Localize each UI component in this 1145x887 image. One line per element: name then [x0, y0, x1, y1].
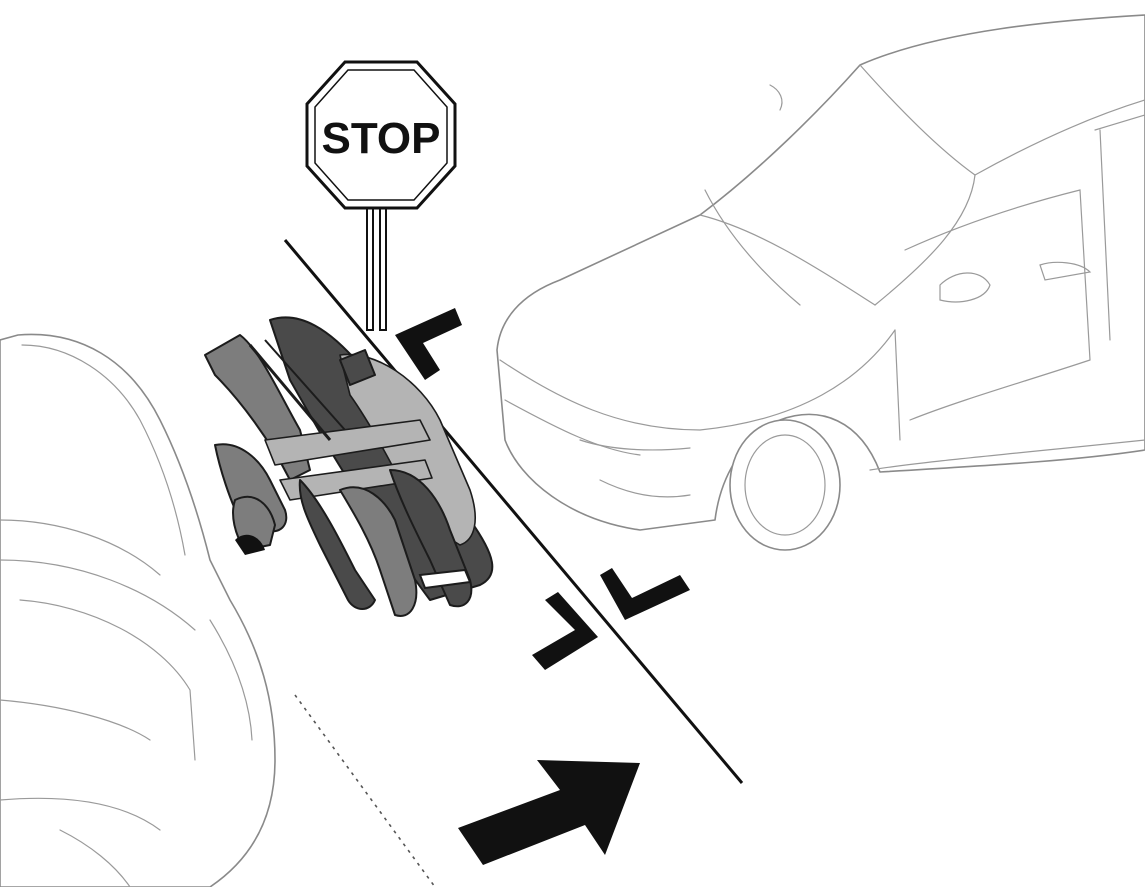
stop-sign: STOP — [305, 60, 457, 331]
dotted-line — [294, 694, 436, 887]
corner-markers — [395, 308, 690, 670]
corner-marker — [600, 568, 690, 620]
bike-carrier — [204, 316, 494, 617]
corner-marker — [395, 308, 462, 380]
corner-marker — [532, 592, 598, 670]
stop-sign-text: STOP — [321, 114, 440, 163]
front-car — [496, 14, 1145, 551]
rear-car — [0, 333, 276, 887]
direction-arrow — [458, 760, 640, 865]
road-edge-line — [283, 239, 744, 784]
